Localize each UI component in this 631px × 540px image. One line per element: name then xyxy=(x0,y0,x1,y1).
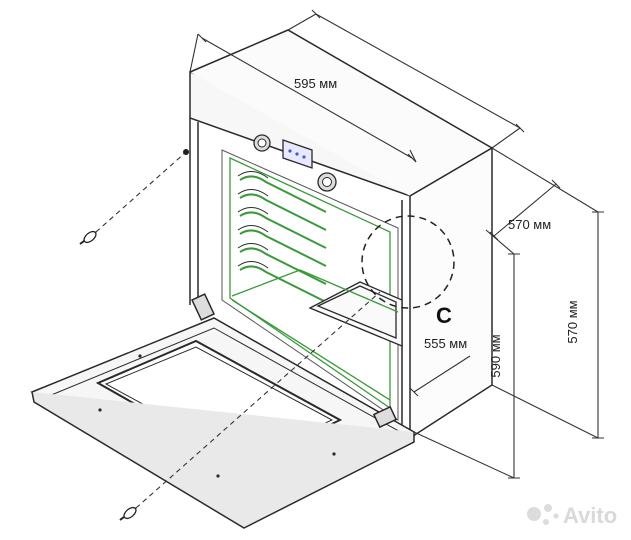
shelf-rails xyxy=(239,175,327,303)
screw-top-icon xyxy=(79,149,189,245)
knob-left-icon xyxy=(253,134,271,152)
avito-watermark: Avito xyxy=(527,503,617,528)
detail-circle xyxy=(361,215,455,309)
baking-tray xyxy=(308,281,403,347)
dimension-depth-top: 570 мм xyxy=(508,217,551,232)
avito-logo-icon xyxy=(527,504,559,525)
dimension-niche-depth: 555 мм xyxy=(424,336,467,351)
oven-body xyxy=(189,29,494,439)
dimension-width-top: 595 мм xyxy=(294,76,337,91)
detail-label: C xyxy=(436,303,452,328)
watermark-text: Avito xyxy=(563,503,617,528)
screw-bottom-icon xyxy=(119,506,137,521)
dimension-side-height: 570 мм xyxy=(565,300,580,343)
control-panel xyxy=(253,134,337,192)
knob-right-icon xyxy=(317,172,337,192)
dimension-front-height: 590 мм xyxy=(488,334,503,377)
dimension-lines xyxy=(189,9,604,479)
shelf-rail-outlines xyxy=(237,171,269,269)
oven-door xyxy=(30,293,416,529)
oven-rack xyxy=(231,269,399,401)
mounting-lines xyxy=(95,151,381,509)
display-icon xyxy=(282,139,313,169)
